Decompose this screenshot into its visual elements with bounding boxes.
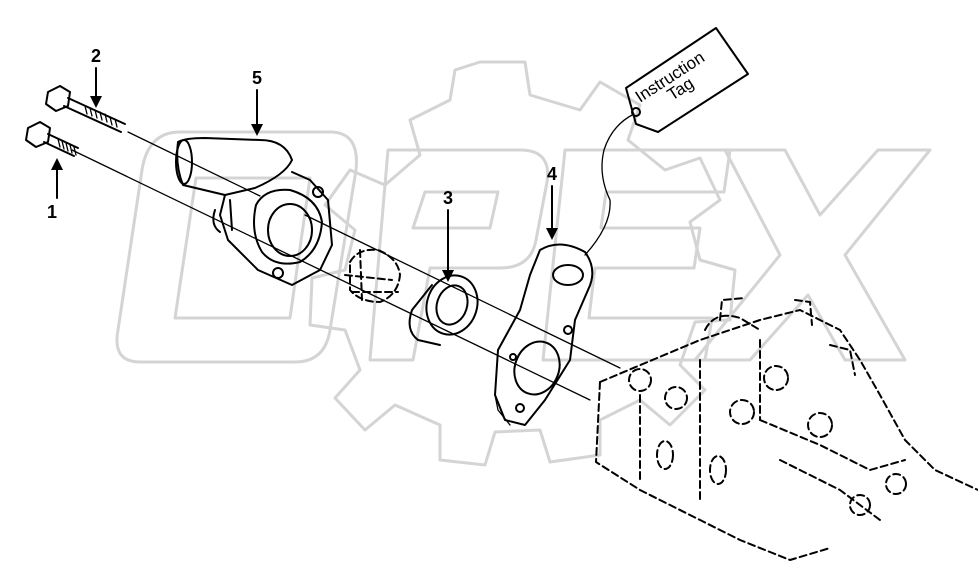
part-5-water-outlet	[175, 137, 333, 286]
callout-label-2: 2	[91, 46, 101, 66]
thermostat-dashed	[344, 248, 401, 303]
callout-label-4: 4	[547, 164, 557, 184]
part-1-bolt	[25, 121, 79, 157]
part-4-housing	[494, 243, 594, 426]
engine-block-outline	[595, 297, 978, 561]
callout-label-1: 1	[47, 202, 57, 222]
opex-watermark-logo	[115, 60, 932, 467]
part-2-bolt	[45, 85, 126, 133]
callout-label-5: 5	[252, 68, 262, 88]
assembly-axis-lines	[71, 131, 621, 401]
callout-2: 2	[90, 46, 102, 108]
callout-label-3: 3	[443, 188, 453, 208]
arrow-icon	[546, 228, 558, 240]
arrow-icon	[251, 124, 263, 136]
instruction-tag: Instruction Tag	[584, 27, 749, 256]
arrow-icon	[90, 96, 102, 108]
callout-1: 1	[47, 158, 63, 222]
callout-5: 5	[251, 68, 263, 136]
arrow-icon	[51, 158, 63, 170]
arrow-icon	[442, 270, 454, 282]
callout-3: 3	[442, 188, 454, 282]
part-3-seal	[408, 274, 479, 346]
callout-4: 4	[546, 164, 558, 240]
